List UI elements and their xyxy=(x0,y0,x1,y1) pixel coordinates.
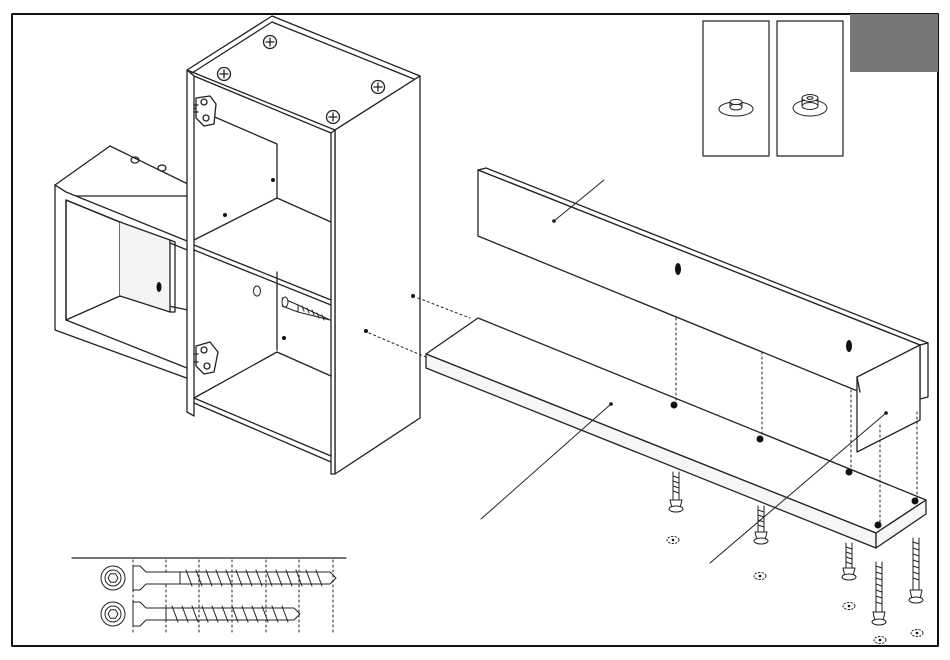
connector-screw xyxy=(254,286,331,320)
alignment-line-1 xyxy=(418,298,470,318)
leader-line-shelf xyxy=(481,404,611,519)
top-cam-fitting-1 xyxy=(218,68,231,81)
short-hex-screw xyxy=(101,602,300,626)
top-cam-fitting-3 xyxy=(372,81,385,94)
long-hex-screw xyxy=(101,566,336,590)
top-cam-fitting-2 xyxy=(264,36,277,49)
lower-hinge xyxy=(194,342,218,374)
side-screw-2 xyxy=(909,538,923,637)
side-screw-1 xyxy=(872,562,886,644)
shelf-screw-2 xyxy=(754,506,768,580)
cam-disc-flat-detail xyxy=(703,21,769,156)
hex-socket-icon xyxy=(101,602,125,626)
cam-disc-raised-detail xyxy=(777,21,843,156)
top-cam-fitting-4 xyxy=(327,111,340,124)
screw-legend xyxy=(72,558,346,632)
shelf-screw-1 xyxy=(667,472,683,544)
hex-socket-icon xyxy=(101,566,125,590)
shelf-screw-3 xyxy=(842,543,856,610)
corner-tab xyxy=(850,14,938,72)
left-side-cabinet xyxy=(55,146,192,380)
upper-hinge xyxy=(194,96,216,126)
vertical-cabinet xyxy=(187,16,420,474)
